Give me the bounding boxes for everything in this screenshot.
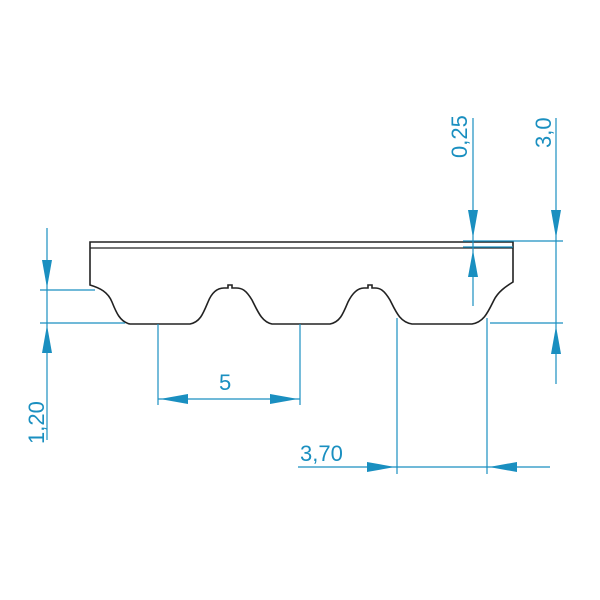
arrow-down-icon (551, 210, 561, 238)
arrow-up-icon (468, 250, 478, 277)
dimension-pitch: 5 (157, 324, 301, 405)
dimension-total-thickness: 3,0 (490, 117, 563, 384)
arrow-right-icon (270, 394, 298, 404)
dimension-tooth-height: 1,20 (24, 228, 125, 444)
belt-outline (89, 241, 514, 325)
dimension-land-thickness: 0,25 (447, 115, 563, 306)
total-thickness-label: 3,0 (531, 117, 556, 148)
arrow-up-icon (551, 326, 561, 354)
tooth-height-label: 1,20 (24, 401, 49, 444)
land-thickness-label: 0,25 (447, 115, 472, 158)
dimension-tooth-width: 3,70 (298, 318, 550, 474)
arrow-down-icon (468, 210, 478, 238)
arrow-left-icon (489, 462, 517, 472)
tooth-width-label: 3,70 (300, 441, 343, 466)
arrow-right-icon (367, 462, 395, 472)
pitch-label: 5 (219, 370, 231, 395)
arrow-down-icon (42, 260, 52, 288)
arrow-up-icon (42, 325, 52, 353)
belt-profile (89, 241, 514, 325)
arrow-left-icon (160, 394, 188, 404)
